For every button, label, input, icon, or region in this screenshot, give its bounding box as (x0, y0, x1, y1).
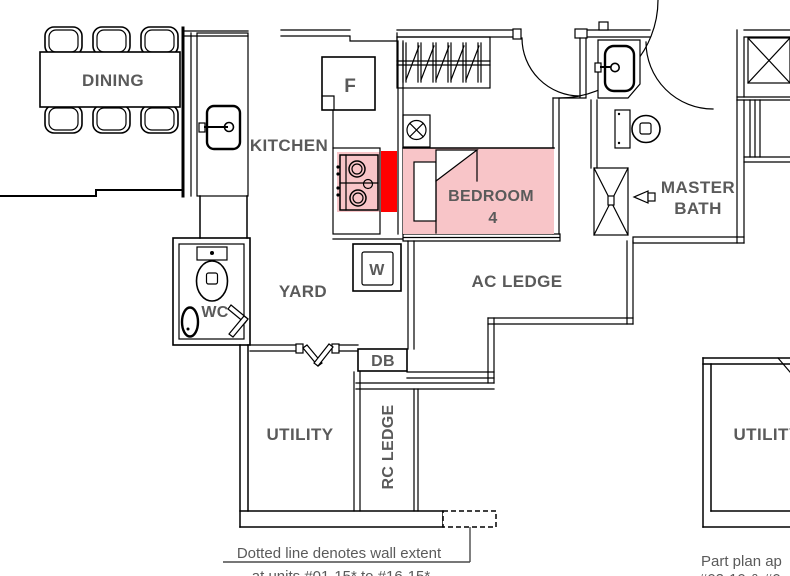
wc-sink (180, 306, 200, 338)
bed (413, 149, 479, 234)
master-bath-label-2: BATH (674, 199, 722, 218)
wall-extent-note-line1: Dotted line denotes wall extent (237, 545, 442, 562)
wc-label: WC (201, 304, 228, 321)
stove (336, 154, 379, 211)
bedroom-door-arc (521, 37, 581, 97)
wardrobe (396, 36, 491, 89)
washer-label: W (369, 262, 385, 279)
bedroom4-number: 4 (488, 210, 497, 227)
walls (0, 21, 790, 528)
utility-right-label: UTILITY (733, 425, 790, 444)
kitchen-sink (198, 104, 242, 151)
stove-backing-highlight (337, 152, 380, 212)
master-bath-label-1: MASTER (661, 178, 735, 197)
db-box: DB (357, 348, 408, 372)
stove-counter (332, 147, 381, 235)
wc-room: WC (172, 237, 251, 346)
bedroom4-label: BEDROOM (448, 188, 534, 205)
part-plan-note-line2: #02-10 & #0 (699, 571, 781, 576)
dashed-wall-extent (442, 510, 497, 528)
db-label: DB (371, 353, 395, 370)
wc-toilet (195, 246, 229, 302)
rc-ledge-label: RC LEDGE (380, 404, 397, 489)
part-plan-note-line1: Part plan ap (701, 553, 782, 570)
master-bath-vanity (594, 39, 641, 99)
highlighted-wall-segment (381, 151, 397, 212)
fridge-label: F (344, 76, 356, 97)
bath-shower-shaft (593, 167, 629, 236)
yard-bifold-door (302, 343, 334, 367)
kitchen-label: KITCHEN (250, 136, 328, 155)
bedroom4: BEDROOM 4 (402, 147, 555, 234)
leader-line (223, 527, 471, 563)
dining-chairs (44, 26, 179, 134)
wc-bifold-door (227, 304, 249, 338)
bath-door-symbol (632, 190, 656, 204)
dining-table (39, 51, 181, 108)
kitchen-counter (196, 32, 249, 197)
utility-left-label: UTILITY (266, 425, 333, 444)
shower-top-right (747, 37, 790, 84)
yard-label: YARD (279, 282, 327, 301)
bath-door-arc (645, 41, 714, 110)
master-bath-toilet (614, 109, 661, 149)
dining-set: DINING (39, 26, 181, 134)
wall-extent-note-line2: at units #01-15* to #16-15* (252, 568, 431, 576)
vent-shaft-icon (402, 114, 431, 148)
fridge: F (321, 56, 376, 111)
dining-label: DINING (82, 71, 144, 90)
washer-box: W (352, 243, 402, 292)
ac-ledge-label: AC LEDGE (471, 272, 562, 291)
